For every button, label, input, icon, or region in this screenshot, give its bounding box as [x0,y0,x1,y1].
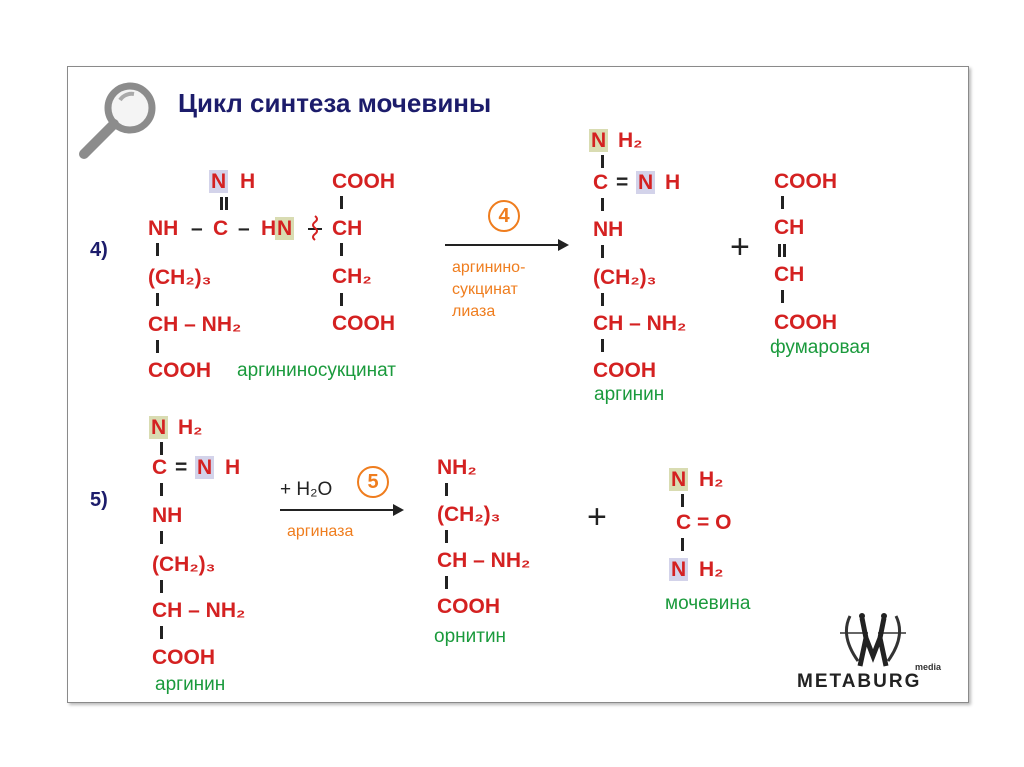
single-bond [160,580,163,593]
cooh-group: COOH [152,646,215,669]
page-title: Цикл синтеза мочевины [178,88,492,118]
h2-group: H₂ [618,129,643,152]
double-bond: = [616,171,629,194]
cooh-group: COOH [774,311,837,334]
ch2-chain: (CH₂)₃ [152,553,216,576]
single-bond [601,339,604,352]
magnifier-icon [79,82,156,159]
single-bond [781,196,784,209]
highlighted-n: N [636,171,656,194]
single-bond [160,442,163,455]
compound-name: мочевина [665,593,751,614]
reaction-arrow [445,239,569,251]
single-bond [601,198,604,211]
ch-nh2-group: CH – NH₂ [148,313,242,336]
ch-nh2-group: CH – NH₂ [437,549,531,572]
c-atom: C [213,217,229,240]
reaction-5-number: 5) [90,489,108,511]
cooh-group: COOH [148,359,211,382]
single-bond [601,245,604,258]
highlighted-n: N [149,416,169,439]
double-bond: = [175,456,188,479]
single-bond [601,155,604,168]
step-5-badge: 5 [357,466,389,498]
highlighted-n: N [669,558,689,581]
bond: – [238,217,250,240]
single-bond [160,531,163,544]
reaction-arrow [280,504,404,516]
ch-group: CH [774,216,805,239]
single-bond [681,494,684,507]
compound-name: аргинин [594,384,665,405]
highlighted-n: N [195,456,215,479]
single-bond [340,243,343,256]
ch-group: CH [774,263,805,286]
cooh-group: COOH [437,595,500,618]
enzyme-line: лиаза [452,303,496,320]
single-bond [160,483,163,496]
nh-group: NH [152,504,183,527]
plus-sign: + [587,498,607,536]
h-atom: H [261,217,277,240]
cooh-group: COOH [332,170,395,193]
cooh-group: COOH [774,170,837,193]
h-atom: H [240,170,256,193]
nh-group: NH [593,218,624,241]
ch2-group: CH₂ [332,265,372,288]
single-bond [601,293,604,306]
compound-name: орнитин [434,626,507,647]
h-atom: H [225,456,241,479]
nh-group: NH [148,217,179,240]
compound-name: аргинин [155,674,226,695]
highlighted-n: N [669,468,689,491]
h-atom: H [665,171,681,194]
single-bond [445,576,448,589]
enzyme-line: сукцинат [452,281,518,298]
c-atom: C [152,456,168,479]
highlighted-n: N [209,170,229,193]
h2-group: H₂ [178,416,203,439]
ch-nh2-group: CH – NH₂ [593,312,687,335]
single-bond [156,340,159,353]
c-atom: C [593,171,609,194]
step-4-badge: 4 [488,200,520,232]
enzyme-line: аргинино- [452,259,526,276]
h2-group: H₂ [699,558,724,581]
logo-figures-icon [840,613,906,667]
single-bond [445,530,448,543]
logo-text: METABURG [797,671,922,692]
single-bond [340,293,343,306]
single-bond [681,538,684,551]
bond: – [191,217,203,240]
enzyme-label: аргиназа [287,523,354,540]
ch2-chain: (CH₂)₃ [437,503,501,526]
single-bond [156,243,159,256]
nh2-group: NH₂ [437,456,477,479]
double-bond [778,244,786,257]
carbonyl-group: C = O [676,511,732,534]
compound-name: фумаровая [770,337,871,358]
single-bond [160,626,163,639]
cooh-group: COOH [332,312,395,335]
compound-name: аргининосукцинат [237,360,396,381]
single-bond [156,293,159,306]
enzyme-label: аргинино- сукцинат лиаза [452,257,525,323]
ch-nh2-group: CH – NH₂ [152,599,246,622]
single-bond [445,483,448,496]
ch2-chain: (CH₂)₃ [148,266,212,289]
highlighted-n: N [589,129,609,152]
logo-subtext: media [915,662,942,672]
water-reagent: + H₂O [280,479,333,500]
single-bond [781,290,784,303]
double-bond [220,197,228,210]
ch-group: CH [332,217,363,240]
ch2-chain: (CH₂)₃ [593,266,657,289]
reaction-4-number: 4) [90,239,108,261]
h2-group: H₂ [699,468,724,491]
plus-sign: + [730,228,750,266]
cooh-group: COOH [593,359,656,382]
highlighted-n: N [275,217,295,240]
single-bond [340,196,343,209]
cleavage-mark-icon [308,215,322,241]
